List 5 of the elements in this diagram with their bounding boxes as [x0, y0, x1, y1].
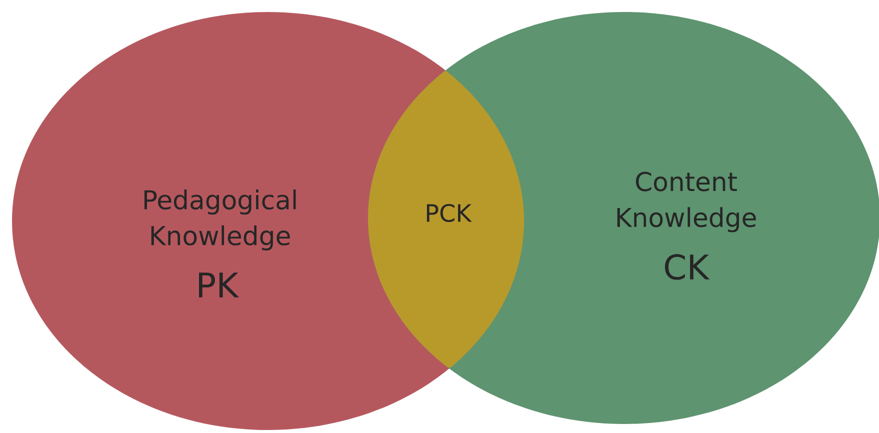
region-label: Pedagogical Knowledge — [144, 190, 296, 250]
region-label: PCK — [426, 204, 472, 222]
region-label: CK — [664, 254, 710, 280]
region-label: Content Knowledge — [617, 172, 756, 232]
region-label: PK — [199, 272, 240, 298]
